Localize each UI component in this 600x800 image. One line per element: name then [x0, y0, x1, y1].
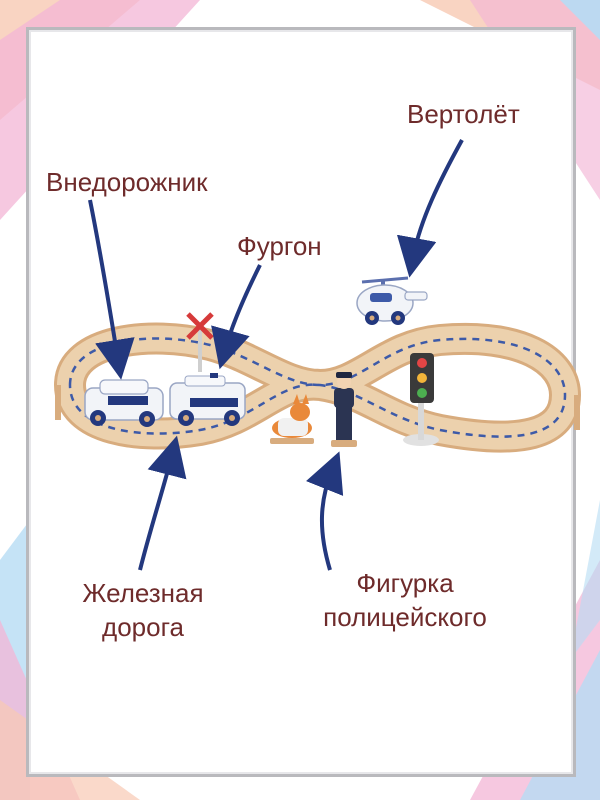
railroad-crossing-sign	[186, 312, 214, 372]
traffic-light	[403, 353, 439, 446]
label-police: Фигурка полицейского	[310, 567, 500, 635]
label-police-line1: Фигурка	[356, 568, 454, 598]
label-railway: Железная дорога	[73, 577, 213, 645]
helicopter-toy	[356, 276, 428, 325]
arrow-icon	[88, 199, 135, 380]
arrow-icon	[306, 451, 344, 571]
arrow-icon	[211, 264, 262, 370]
label-van: Фургон	[237, 231, 322, 261]
suv-toy	[84, 379, 164, 427]
label-police-line2: полицейского	[323, 601, 487, 632]
police-officer-figure	[331, 372, 357, 447]
label-railway-line1: Железная	[82, 578, 204, 608]
arrow-icon	[396, 139, 464, 278]
label-helicopter: Вертолёт	[407, 99, 520, 129]
label-railway-line2: дорога	[102, 611, 184, 642]
arrow-icon	[138, 435, 187, 571]
label-suv: Внедорожник	[46, 167, 208, 197]
corgi-figure	[270, 394, 314, 444]
van-toy	[169, 373, 246, 426]
